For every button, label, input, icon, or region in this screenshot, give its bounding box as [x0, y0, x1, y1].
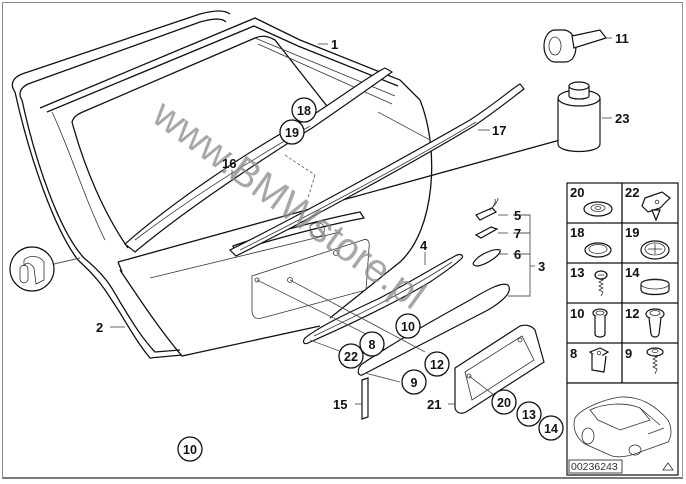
callout-17: 17: [492, 123, 506, 138]
svg-text:14: 14: [544, 422, 558, 436]
washer-icon: [583, 201, 613, 217]
callout-1: 1: [331, 37, 338, 52]
grid-label-22: 22: [625, 185, 639, 200]
callout-labels: 1 2 3 4 5 6 7 11 15 16 17 21 23: [96, 31, 629, 412]
callout-11: 11: [615, 31, 629, 46]
triangle-marker-icon: [662, 462, 674, 471]
car-outline-icon: [573, 396, 672, 458]
flanged-nut-icon: [645, 308, 665, 338]
circled-callout-13: 13: [516, 401, 542, 427]
part-17-strip: [228, 83, 525, 257]
callout-7: 7: [514, 226, 521, 241]
circled-callouts: 18 19 10 8 22 12 9 20 13 14 10: [177, 97, 564, 462]
callout-16: 16: [222, 156, 236, 171]
grid-label-9: 9: [625, 346, 632, 361]
callout-15: 15: [333, 397, 347, 412]
grid-label-8: 8: [570, 346, 577, 361]
circled-callout-10-lower: 10: [177, 436, 203, 462]
part-3-handle-strip: [357, 283, 510, 376]
circled-callout-10: 10: [395, 313, 421, 339]
svg-text:9: 9: [411, 376, 418, 390]
circled-callout-20: 20: [491, 389, 517, 415]
callout-6: 6: [514, 247, 521, 262]
vehicle-thumbnail: 00236243: [566, 382, 679, 476]
round-cap-icon: [640, 278, 670, 296]
svg-text:10: 10: [401, 320, 415, 334]
grid-label-12: 12: [625, 306, 639, 321]
svg-text:22: 22: [344, 350, 358, 364]
grid-label-19: 19: [625, 225, 639, 240]
flange-screw-icon: [646, 347, 664, 375]
circled-callout-14: 14: [538, 415, 564, 441]
leader-lines: [110, 43, 535, 405]
callout-5: 5: [514, 208, 521, 223]
svg-text:8: 8: [369, 338, 376, 352]
grid-label-20: 20: [570, 185, 584, 200]
speed-nut-icon: [588, 347, 610, 373]
callout-2: 2: [96, 320, 103, 335]
callout-21: 21: [427, 397, 441, 412]
grid-label-14: 14: [625, 265, 640, 280]
circled-callout-19: 19: [279, 119, 305, 145]
cap-plug-icon: [640, 240, 670, 260]
circled-callout-9: 9: [401, 369, 427, 395]
circled-callout-12: 12: [424, 351, 450, 377]
svg-text:13: 13: [522, 408, 536, 422]
part-11-tape-roll: [543, 29, 612, 63]
grid-label-10: 10: [570, 306, 584, 321]
callout-3: 3: [538, 259, 545, 274]
svg-text:18: 18: [297, 104, 311, 118]
svg-text:12: 12: [430, 358, 444, 372]
circled-callout-22: 22: [338, 343, 364, 369]
fastener-grid: 20 22 18 19 13: [566, 182, 679, 384]
part-4-trim: [302, 253, 464, 345]
circled-callout-8: 8: [359, 331, 385, 357]
circled-callout-18: 18: [291, 97, 317, 123]
seal-profile-detail: [9, 246, 81, 292]
part-23-bottle: [557, 81, 612, 153]
parts-5-6-7: [472, 197, 501, 267]
clip-plate-icon: [641, 191, 671, 222]
grommet-ring-icon: [584, 242, 612, 258]
callout-23: 23: [615, 111, 629, 126]
diagram-frame: [2, 2, 683, 479]
grid-label-18: 18: [570, 225, 584, 240]
svg-text:10: 10: [183, 443, 197, 457]
svg-text:19: 19: [285, 126, 299, 140]
part-15-pad: [361, 377, 369, 420]
screw-icon: [594, 270, 608, 297]
part-21-bracket: [454, 324, 545, 414]
callout-4: 4: [420, 238, 428, 253]
svg-text:20: 20: [497, 396, 511, 410]
expanding-nut-icon: [592, 308, 608, 338]
grid-label-13: 13: [570, 265, 584, 280]
diagram-id: 00236243: [571, 461, 618, 473]
